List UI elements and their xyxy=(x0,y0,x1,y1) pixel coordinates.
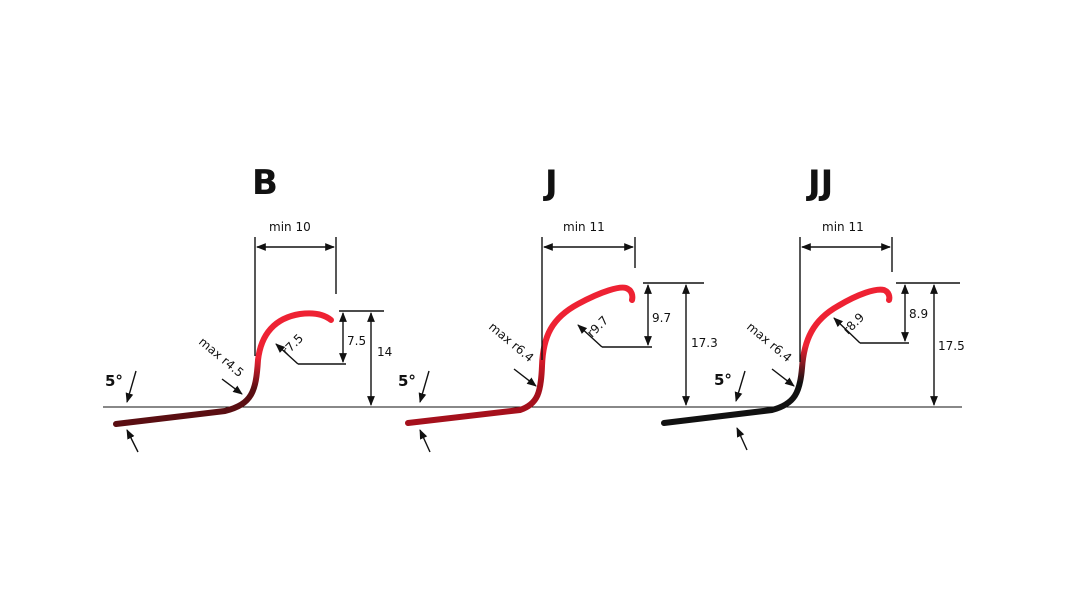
bend-radius-label-b: max r4.5 xyxy=(196,335,246,380)
bead-hook-b xyxy=(113,310,334,427)
angle-arrow-top-j xyxy=(418,370,430,403)
angle-arrow-bottom-j xyxy=(419,429,431,453)
curl-radius-arrow-b xyxy=(275,343,299,365)
curl-radius-arrow-jj xyxy=(833,317,861,344)
total-height-label-j: 17.3 xyxy=(691,336,718,350)
bend-radius-arrow-jj xyxy=(771,368,795,387)
angle-label-jj: 5° xyxy=(714,371,732,389)
bead-hook-j xyxy=(405,284,636,426)
angle-arrow-bottom-b xyxy=(126,429,139,453)
bend-radius-arrow-b xyxy=(221,378,243,395)
angle-arrow-top-b xyxy=(125,370,137,403)
profile-j: J min 11 9.7 17.3 r9.7 max r6.4 5° xyxy=(398,163,718,453)
tip-height-label-b: 7.5 xyxy=(347,334,366,348)
profile-b: B min 10 7.5 14 r7.5 max r4.5 5° xyxy=(105,163,392,453)
angle-label-b: 5° xyxy=(105,372,123,390)
bend-radius-label-jj: max r6.4 xyxy=(744,320,794,365)
total-height-label-jj: 17.5 xyxy=(938,339,965,353)
bend-radius-arrow-j xyxy=(513,368,537,387)
curl-radius-arrow-j xyxy=(577,324,603,348)
width-label-jj: min 11 xyxy=(822,220,864,234)
width-label-j: min 11 xyxy=(563,220,605,234)
profile-title-b: B xyxy=(252,163,278,203)
curl-radius-label-b: r7.5 xyxy=(279,331,306,358)
angle-arrow-bottom-jj xyxy=(736,427,748,451)
curl-radius-label-j: r9.7 xyxy=(584,313,611,340)
profile-title-jj: JJ xyxy=(806,163,833,203)
width-label-b: min 10 xyxy=(269,220,311,234)
angle-arrow-top-jj xyxy=(734,370,746,402)
profile-title-j: J xyxy=(543,163,558,203)
angle-label-j: 5° xyxy=(398,372,416,390)
bead-hook-jj xyxy=(661,286,893,426)
tip-height-label-jj: 8.9 xyxy=(909,307,928,321)
curl-radius-label-jj: r8.9 xyxy=(840,310,867,337)
tip-height-label-j: 9.7 xyxy=(652,311,671,325)
total-height-label-b: 14 xyxy=(377,345,392,359)
bend-radius-label-j: max r6.4 xyxy=(486,320,536,365)
